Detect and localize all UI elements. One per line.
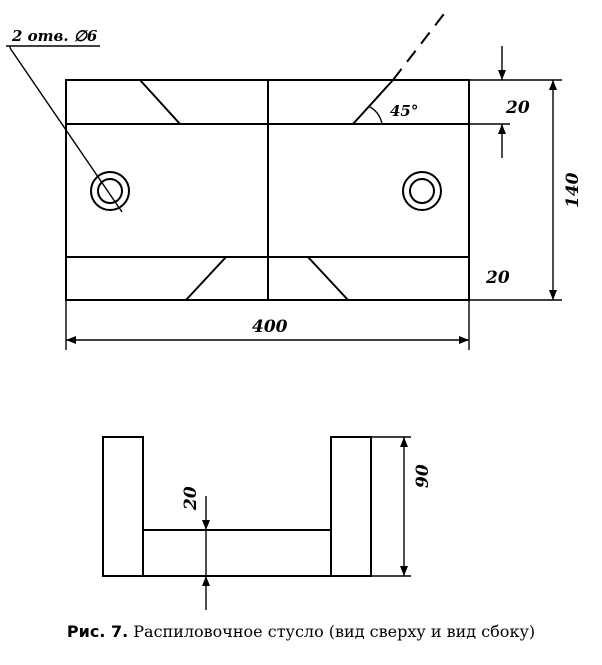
hole-left-inner [97, 178, 123, 204]
side-dim-height-label: 90 [413, 464, 433, 488]
dim-bottom-strip-label: 20 [485, 268, 510, 288]
figure-number: Рис. 7. [66, 622, 129, 641]
side-left-wall [102, 436, 144, 577]
side-view-dimensions [202, 436, 411, 610]
top-view [6, 9, 470, 301]
top-slot-left [139, 79, 181, 125]
side-view [102, 436, 372, 577]
dim-width-label: 400 [252, 317, 288, 337]
side-right-wall [330, 436, 372, 577]
angle-arc [367, 105, 383, 125]
bottom-slot-left [185, 256, 227, 301]
figure-caption: Рис. 7. Распиловочное стусло (вид сверху… [0, 622, 602, 641]
hole-right-outer [402, 171, 442, 211]
dim-height-label: 140 [563, 172, 583, 208]
saw-line-dashed [392, 9, 448, 81]
hole-note-label: 2 отв. ∅6 [11, 27, 98, 45]
top-view-dimensions [65, 46, 562, 350]
bottom-slot-right [307, 256, 349, 301]
side-base [142, 529, 332, 577]
hole-leader-line [9, 47, 123, 213]
hole-left-outer [90, 171, 130, 211]
dim-top-strip-label: 20 [505, 98, 530, 118]
figure-title: Распиловочное стусло (вид сверху и вид с… [133, 622, 536, 641]
top-slot-right [352, 79, 394, 125]
angle-label: 45° [390, 102, 418, 120]
side-dim-base-label: 20 [181, 486, 201, 511]
hole-right-inner [409, 178, 435, 204]
